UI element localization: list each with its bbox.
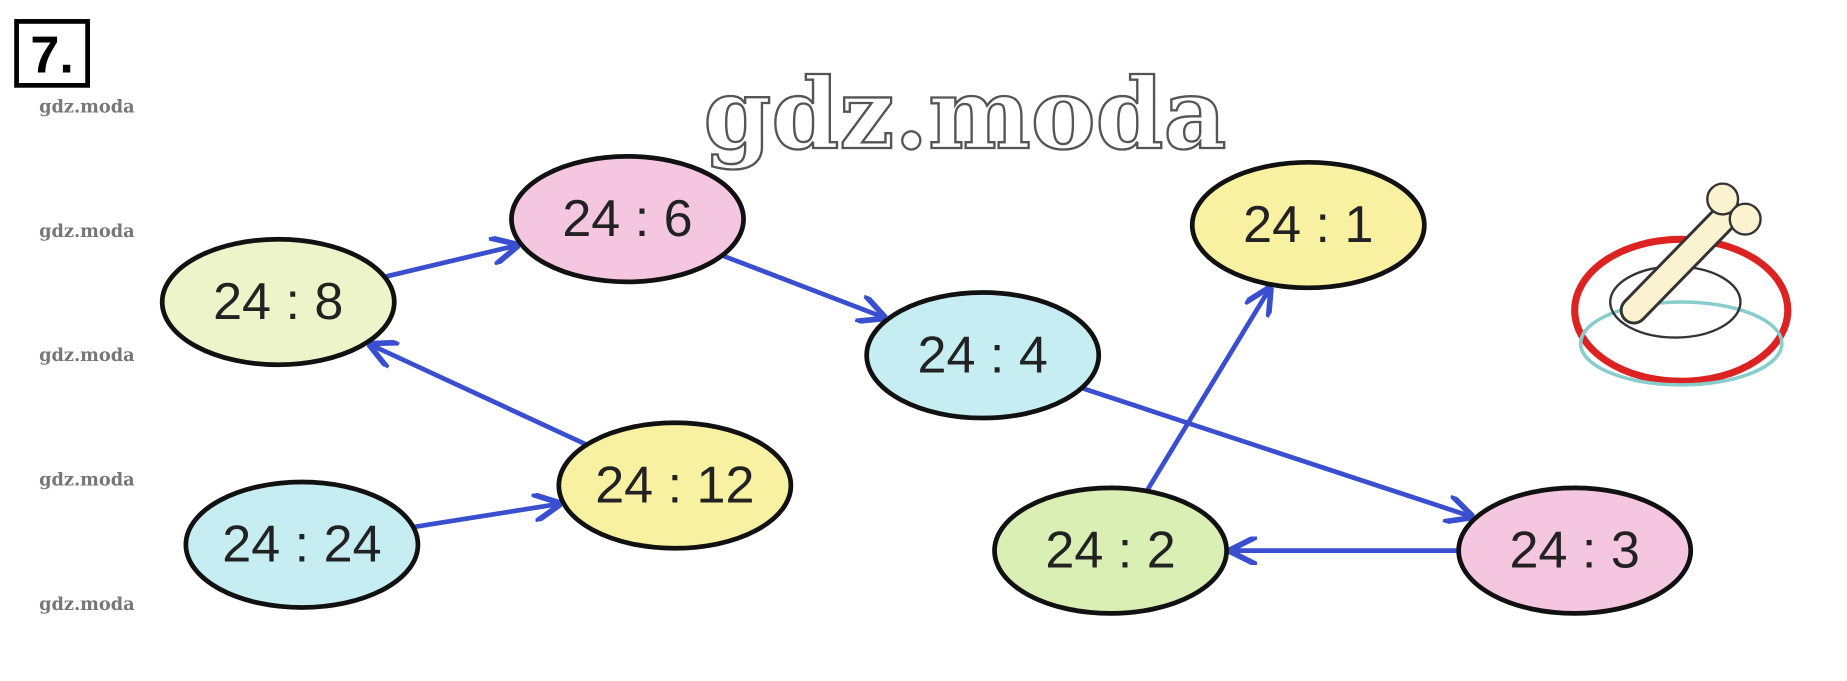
node-ellipse [1456, 485, 1694, 616]
watermark-small: gdz.moda [39, 345, 135, 366]
node-label: 24 : 24 [222, 516, 381, 574]
node-n8: 24 : 8 [159, 236, 397, 368]
node-ellipse [864, 290, 1102, 421]
watermark-small: gdz.moda [39, 221, 135, 242]
watermark-small: gdz.moda [39, 97, 135, 118]
exercise-number: 7. [30, 26, 73, 84]
arrow-n24-to-n12 [413, 504, 559, 530]
number-box: 7. [14, 19, 90, 88]
arrow-n12-to-n8 [371, 345, 587, 447]
arrow-n4-to-n3 [1081, 386, 1471, 517]
node-label: 24 : 12 [595, 457, 754, 515]
node-label: 24 : 8 [213, 273, 343, 331]
node-label: 24 : 6 [562, 190, 692, 248]
dog-bowl-bone-illustration [1571, 182, 1792, 387]
node-ellipse [183, 479, 421, 610]
node-n12: 24 : 12 [556, 420, 794, 551]
node-ellipse [1189, 159, 1427, 291]
node-n3: 24 : 3 [1456, 485, 1694, 616]
node-ellipse [992, 485, 1229, 616]
node-n4: 24 : 4 [864, 290, 1102, 421]
node-label: 24 : 1 [1243, 196, 1373, 254]
arrow-n6-to-n4 [722, 253, 883, 317]
arrow-n2-to-n1 [1145, 289, 1270, 492]
node-ellipse [556, 420, 794, 551]
watermark-large: gdz.moda [703, 57, 1226, 171]
node-n2: 24 : 2 [992, 485, 1229, 616]
node-ellipse [159, 236, 397, 368]
watermark-small: gdz.moda [39, 470, 135, 491]
watermark-small: gdz.moda [39, 594, 135, 615]
node-n1: 24 : 1 [1189, 159, 1427, 291]
node-ellipse [509, 154, 746, 285]
node-label: 24 : 3 [1510, 522, 1640, 580]
node-label: 24 : 4 [918, 326, 1048, 384]
node-n24: 24 : 24 [183, 479, 421, 610]
node-n6: 24 : 6 [509, 154, 746, 285]
node-label: 24 : 2 [1045, 522, 1175, 580]
arrow-n8-to-n6 [384, 245, 517, 279]
